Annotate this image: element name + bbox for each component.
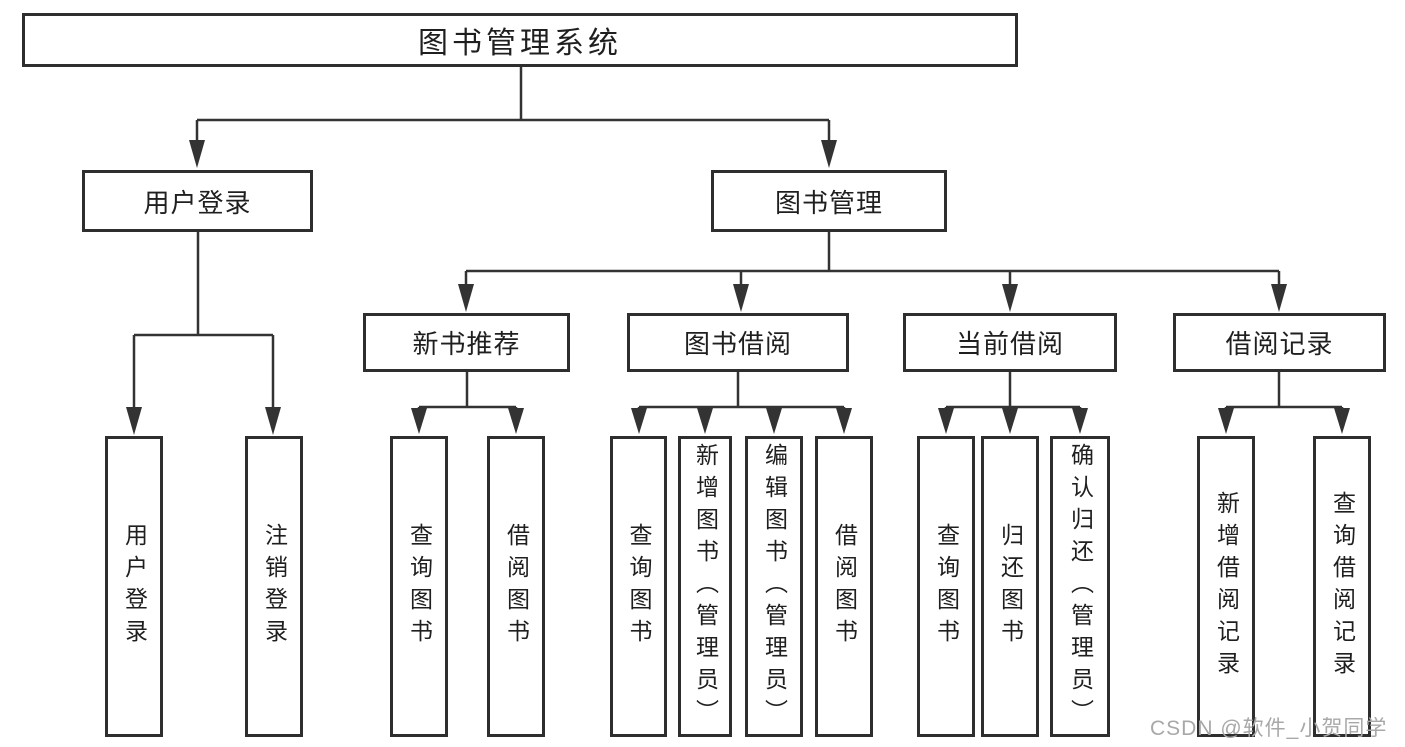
connector-bookborrow-to-leaves [637, 372, 846, 413]
node-user-login: 用户登录 [82, 170, 313, 232]
leaf-confirm-return-admin: 确认归还（管理员） [1050, 436, 1110, 737]
connector-root-to-level1 [195, 67, 831, 146]
node-new-book-recommend-label: 新书推荐 [412, 329, 521, 359]
connector-bookmgmt-to-level2 [464, 232, 1281, 290]
node-current-borrowing-label: 当前借阅 [955, 329, 1064, 359]
leaf-add-borrow-record-label: 新增借阅记录 [1213, 490, 1240, 683]
connector-currentborrow-to-leaves [944, 372, 1082, 413]
leaf-query-books-recommend: 查询图书 [390, 436, 448, 737]
node-borrowing-records: 借阅记录 [1173, 313, 1386, 372]
leaf-borrow-books-recommend-label: 借阅图书 [503, 522, 530, 651]
leaf-edit-books-admin: 编辑图书（管理员） [745, 436, 803, 737]
leaf-query-books-recommend-label: 查询图书 [406, 522, 433, 651]
leaf-edit-books-admin-label: 编辑图书（管理员） [761, 442, 788, 731]
leaf-borrow-books-recommend: 借阅图书 [487, 436, 545, 737]
node-new-book-recommend: 新书推荐 [363, 313, 570, 372]
node-book-borrowing-label: 图书借阅 [683, 329, 792, 359]
leaf-user-login: 用户登录 [105, 436, 163, 737]
leaf-logout: 注销登录 [245, 436, 303, 737]
leaf-add-books-admin-label: 新增图书（管理员） [692, 442, 719, 731]
leaf-query-borrow-record-label: 查询借阅记录 [1329, 490, 1356, 683]
node-user-login-label: 用户登录 [143, 187, 252, 218]
node-borrowing-records-label: 借阅记录 [1225, 329, 1334, 359]
node-current-borrowing: 当前借阅 [903, 313, 1117, 372]
leaf-logout-label: 注销登录 [261, 522, 288, 651]
node-book-management-label: 图书管理 [774, 187, 883, 218]
node-root-system: 图书管理系统 [22, 13, 1018, 67]
connector-records-to-leaves [1224, 372, 1344, 413]
leaf-add-books-admin: 新增图书（管理员） [678, 436, 732, 737]
leaf-query-books-borrowing: 查询图书 [610, 436, 667, 737]
leaf-return-books-label: 归还图书 [997, 522, 1024, 651]
node-book-management: 图书管理 [711, 170, 947, 232]
leaf-query-books-borrowing-label: 查询图书 [626, 522, 652, 651]
node-root-label: 图书管理系统 [418, 27, 622, 60]
arrowheads [126, 140, 1350, 435]
leaf-query-borrow-record: 查询借阅记录 [1313, 436, 1371, 737]
leaf-user-login-label: 用户登录 [121, 522, 148, 651]
leaf-query-books-current-label: 查询图书 [933, 522, 960, 651]
leaf-query-books-current: 查询图书 [917, 436, 975, 737]
connector-newrec-to-leaves [417, 372, 518, 413]
node-book-borrowing: 图书借阅 [627, 313, 849, 372]
leaf-return-books: 归还图书 [981, 436, 1039, 737]
leaf-add-borrow-record: 新增借阅记录 [1197, 436, 1255, 737]
csdn-watermark: CSDN @软件_小贺同学 [1150, 717, 1388, 740]
leaf-borrow-books: 借阅图书 [815, 436, 873, 737]
leaf-confirm-return-admin-label: 确认归还（管理员） [1067, 442, 1094, 731]
leaf-borrow-books-label: 借阅图书 [831, 522, 858, 651]
connector-userlogin-to-leaves [132, 232, 275, 412]
